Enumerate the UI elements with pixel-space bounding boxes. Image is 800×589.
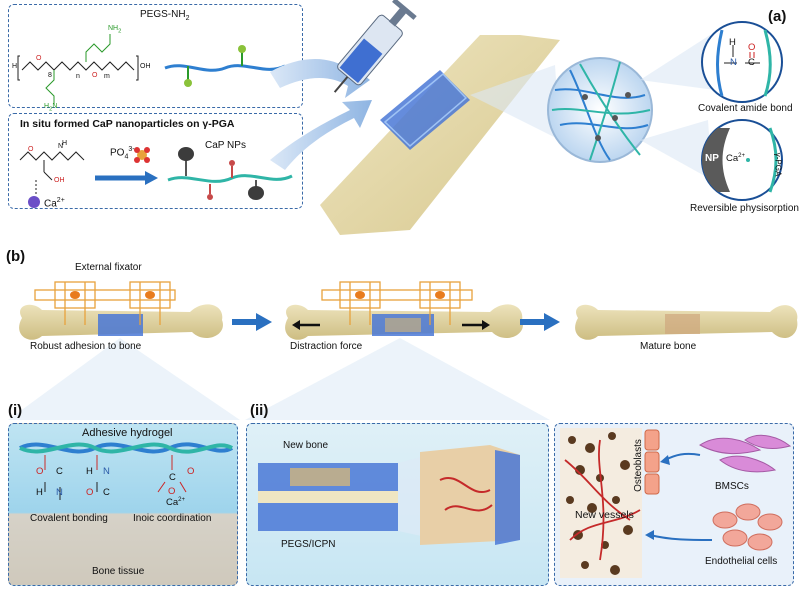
amide-o: O — [748, 42, 756, 53]
chem-nh2-top: NH2 — [108, 25, 122, 35]
covalent-amide-label: Covalent amide bond — [698, 103, 793, 114]
external-fixator-label: External fixator — [75, 262, 142, 273]
chem-o1: O — [36, 55, 42, 62]
chem-h-left: H — [12, 63, 18, 70]
i-c1: C — [56, 466, 63, 477]
chem-o2: O — [92, 72, 98, 79]
new-vessels-label: New vessels — [575, 509, 634, 521]
np-label: NP — [705, 153, 719, 164]
cap-nps-label: CaP NPs — [205, 140, 246, 151]
chem-m: m — [104, 73, 110, 80]
i-c2: C — [103, 487, 110, 498]
distraction-label: Distraction force — [290, 341, 363, 352]
panel-ii-label: (ii) — [250, 402, 269, 419]
ca-np-label: Ca2+ — [726, 153, 745, 165]
ionic-coordination-label: Inoic coordination — [133, 513, 212, 524]
amide-c: C — [748, 57, 755, 68]
i-n2: N — [103, 466, 110, 477]
chem-n-sub: n — [76, 73, 80, 80]
bmscs-label: BMSCs — [715, 481, 749, 492]
panel-i-label: (i) — [8, 402, 23, 419]
panel-a-label: (a) — [768, 8, 787, 25]
pga-box — [8, 113, 303, 209]
new-bone-label: New bone — [283, 440, 329, 451]
chem-oh-right: OH — [140, 63, 151, 70]
i-c3: C — [169, 472, 176, 483]
phosphate-label: PO43- — [110, 146, 135, 161]
bone-tissue-label: Bone tissue — [92, 566, 145, 577]
adhesive-hydrogel-label: Adhesive hydrogel — [82, 427, 173, 439]
covalent-bonding-label: Covalent bonding — [30, 513, 108, 524]
i-o3: O — [187, 466, 195, 477]
mature-bone-label: Mature bone — [640, 341, 697, 352]
chem-nh2-bot: H2N — [44, 103, 58, 113]
chem-o: O — [28, 146, 34, 153]
amide-n: N — [730, 57, 737, 68]
chem-n: N — [58, 143, 64, 150]
panel-b-label: (b) — [6, 248, 26, 265]
pegs-icpn-label: PEGS/ICPN — [281, 539, 336, 550]
i-h2: H — [86, 466, 93, 477]
chem-8: 8 — [48, 72, 52, 79]
pegs-title: PEGS-NH2 — [140, 9, 190, 22]
endothelial-label: Endothelial cells — [705, 556, 778, 567]
i-o4: O — [168, 486, 176, 497]
calcium-label: Ca2+ — [44, 197, 65, 210]
i-ca-label: Ca2+ — [166, 497, 185, 509]
amide-h: H — [729, 37, 736, 48]
pegs-box — [8, 4, 303, 108]
robust-adhesion-label: Robust adhesion to bone — [30, 341, 142, 352]
i-h1: H — [36, 487, 43, 498]
pga-subtitle: In situ formed CaP nanoparticles on γ-PG… — [20, 118, 235, 130]
chem-h: H — [62, 140, 68, 147]
reversible-label: Reversible physisorption — [690, 203, 799, 214]
i-o1: O — [36, 466, 44, 477]
i-o2: O — [86, 487, 94, 498]
i-n1: N — [56, 487, 63, 498]
osteoblasts-label: Osteoblasts — [632, 439, 644, 492]
chem-pga-oh: OH — [54, 177, 65, 184]
